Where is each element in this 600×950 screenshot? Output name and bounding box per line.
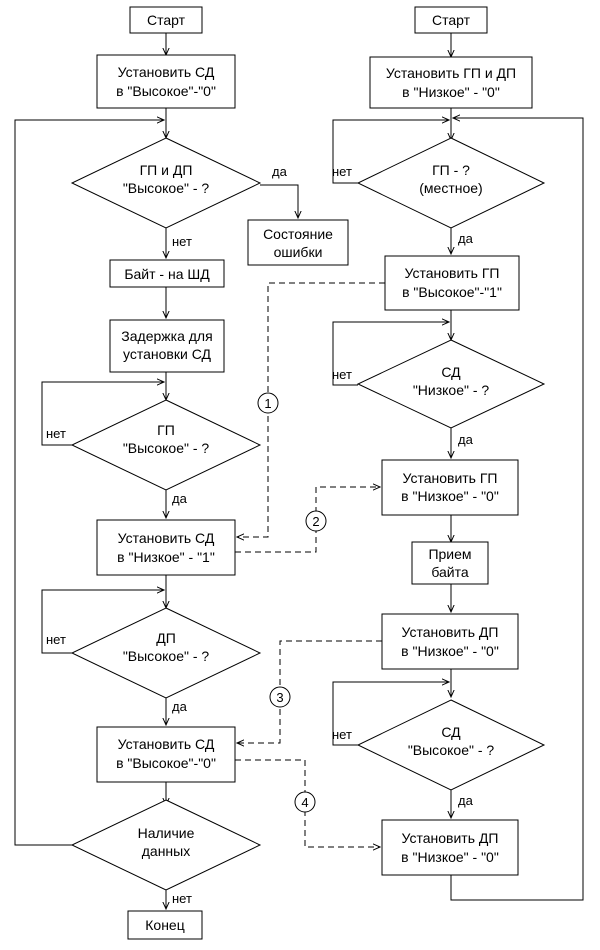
left-flow-lines <box>14 33 298 909</box>
svg-text:4: 4 <box>301 795 308 810</box>
svg-text:Установить СД: Установить СД <box>118 64 215 80</box>
right-receive-byte: Прием байта <box>411 541 489 585</box>
svg-text:1: 1 <box>264 396 271 411</box>
svg-text:СД: СД <box>441 724 461 740</box>
left-set-sd-high: Установить СД в "Высокое"-"0" <box>96 54 236 109</box>
svg-text:Установить ГП: Установить ГП <box>402 470 497 486</box>
right-yes-label-2: да <box>458 432 474 447</box>
svg-text:Наличие: Наличие <box>138 825 195 841</box>
left-yes-label-1: да <box>272 164 288 179</box>
right-yes-label-1: да <box>458 231 474 246</box>
svg-text:3: 3 <box>276 690 283 705</box>
svg-text:в "Низкое" - "0": в "Низкое" - "0" <box>401 488 499 504</box>
right-check-sd-low: СД "Низкое" - ? <box>356 339 546 429</box>
left-set-sd-low: Установить СД в "Низкое" - "1" <box>96 519 236 576</box>
svg-text:Прием: Прием <box>428 546 471 562</box>
svg-text:СД: СД <box>441 364 461 380</box>
right-set-dp-low: Установить ДП в "Низкое" - "0" <box>381 613 519 670</box>
svg-text:"Высокое" - ?: "Высокое" - ? <box>123 440 210 456</box>
left-error-state: Состояние ошибки <box>247 219 349 266</box>
left-check-gp-dp: ГП и ДП "Высокое" - ? <box>70 137 262 229</box>
svg-text:в "Низкое" - "0": в "Низкое" - "0" <box>401 643 499 659</box>
left-no-label-1: нет <box>172 234 192 249</box>
connector-1: 1 <box>237 282 385 537</box>
svg-text:2: 2 <box>312 514 319 529</box>
svg-text:Задержка для: Задержка для <box>121 328 212 344</box>
svg-text:"Высокое" - ?: "Высокое" - ? <box>123 648 210 664</box>
svg-text:Установить СД: Установить СД <box>118 530 215 546</box>
svg-text:ГП и ДП: ГП и ДП <box>140 162 193 178</box>
svg-text:установки СД: установки СД <box>123 346 211 362</box>
svg-text:Установить ДП: Установить ДП <box>402 830 499 846</box>
right-set-gp-high: Установить ГП в "Высокое"-"1" <box>384 255 520 311</box>
svg-text:ГП - ?: ГП - ? <box>432 162 470 178</box>
left-delay: Задержка для установки СД <box>109 319 225 373</box>
left-end: Конец <box>127 910 203 940</box>
svg-text:в "Высокое"-"0": в "Высокое"-"0" <box>116 83 216 99</box>
right-yes-label-3: да <box>458 793 474 808</box>
left-no-label-3: нет <box>46 632 66 647</box>
svg-text:"Высокое" - ?: "Высокое" - ? <box>408 742 495 758</box>
svg-text:данных: данных <box>142 843 190 859</box>
left-set-sd-high-2: Установить СД в "Высокое"-"0" <box>96 726 236 783</box>
right-start: Старт <box>414 6 488 34</box>
connector-3: 3 <box>237 640 382 743</box>
right-flow-lines <box>332 33 584 901</box>
svg-text:Установить ГП: Установить ГП <box>404 265 499 281</box>
right-set-gp-dp-low: Установить ГП и ДП в "Низкое" - "0" <box>369 56 533 109</box>
left-yes-label-2: да <box>172 491 188 506</box>
svg-text:Конец: Конец <box>145 917 184 933</box>
left-no-label-2: нет <box>46 426 66 441</box>
svg-text:"Низкое" - ?: "Низкое" - ? <box>413 382 490 398</box>
right-start-label: Старт <box>432 12 471 28</box>
svg-text:Байт - на ШД: Байт - на ШД <box>124 266 210 282</box>
left-start: Старт <box>129 6 203 34</box>
connector-4: 4 <box>235 759 380 847</box>
svg-text:ДП: ДП <box>156 630 176 646</box>
svg-text:в "Низкое" - "0": в "Низкое" - "0" <box>401 849 499 865</box>
right-check-gp-local: ГП - ? (местное) <box>356 137 546 229</box>
left-no-label-4: нет <box>172 891 192 906</box>
connector-2: 2 <box>235 487 380 553</box>
svg-text:Установить ГП и ДП: Установить ГП и ДП <box>386 65 516 81</box>
right-no-label-2: нет <box>332 367 352 382</box>
right-set-gp-low: Установить ГП в "Низкое" - "0" <box>381 459 519 516</box>
left-start-label: Старт <box>147 12 186 28</box>
svg-text:Установить ДП: Установить ДП <box>402 624 499 640</box>
right-check-sd-high: СД "Высокое" - ? <box>356 699 546 791</box>
left-yes-label-3: да <box>172 699 188 714</box>
left-check-gp: ГП "Высокое" - ? <box>70 399 262 491</box>
svg-text:"Высокое" - ?: "Высокое" - ? <box>123 180 210 196</box>
svg-text:в "Низкое" - "0": в "Низкое" - "0" <box>402 84 500 100</box>
svg-text:Установить СД: Установить СД <box>118 736 215 752</box>
svg-text:в "Высокое"-"1": в "Высокое"-"1" <box>402 284 502 300</box>
svg-text:в "Высокое"-"0": в "Высокое"-"0" <box>116 755 216 771</box>
right-no-label-1: нет <box>332 164 352 179</box>
left-data-present: Наличие данных <box>70 799 262 891</box>
svg-text:байта: байта <box>431 564 469 580</box>
svg-text:(местное): (местное) <box>419 180 482 196</box>
right-set-dp-low-2: Установить ДП в "Низкое" - "0" <box>381 819 519 876</box>
svg-text:ГП: ГП <box>157 422 175 438</box>
left-byte-to-bus: Байт - на ШД <box>109 259 225 288</box>
svg-text:Состояние: Состояние <box>263 226 333 242</box>
right-no-label-3: нет <box>332 727 352 742</box>
left-check-dp: ДП "Высокое" - ? <box>70 607 262 699</box>
svg-text:ошибки: ошибки <box>274 244 323 260</box>
svg-text:в "Низкое" - "1": в "Низкое" - "1" <box>117 549 215 565</box>
